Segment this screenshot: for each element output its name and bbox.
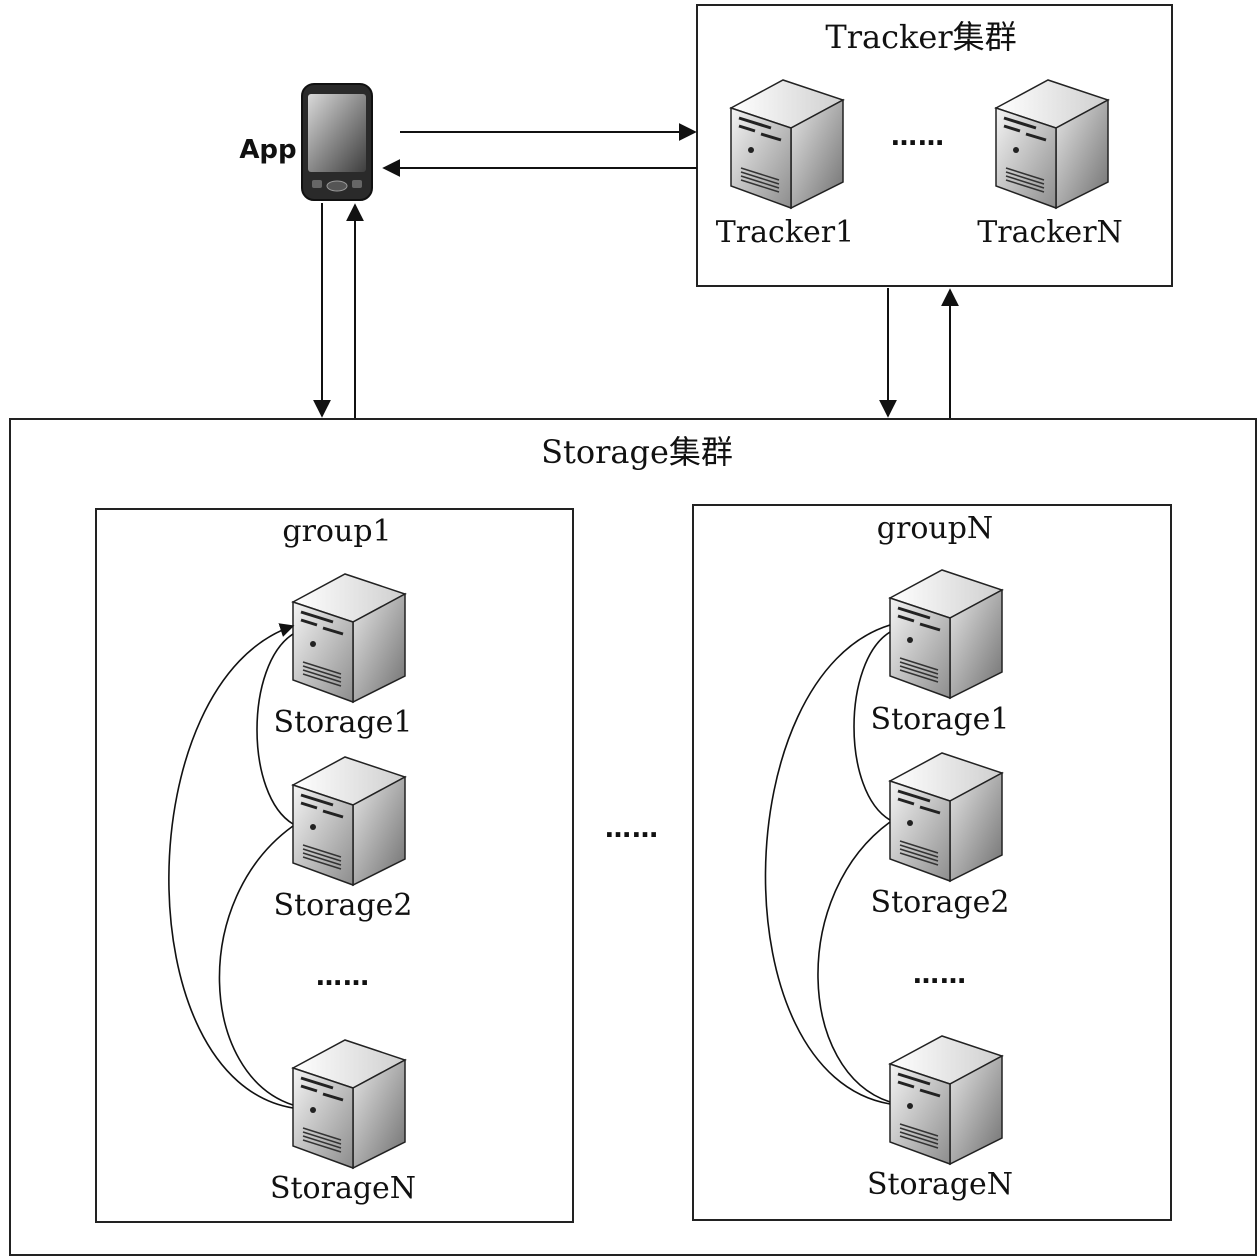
tracker-cluster-box [696,4,1173,287]
groupN-storageN-server-icon [888,1034,1004,1166]
groupN-title: groupN [877,511,993,546]
tracker1-server-icon [729,78,845,210]
phone-icon [301,83,373,201]
groupN-box [692,504,1172,1221]
group1-title: group1 [282,514,391,549]
groupN-ellipsis: …… [913,960,967,990]
storage-cluster-title: Storage集群 [541,433,733,471]
group1-sync-curve-1-2 [256,633,294,825]
group1-box [95,508,574,1223]
app-label: App [239,135,296,165]
group1-storageN-server-icon [291,1038,407,1170]
groupN-storageN-label: StorageN [867,1167,1013,1202]
group1-storage1-label: Storage1 [274,705,413,740]
group1-storage2-server-icon [291,755,407,887]
tracker-cluster-title: Tracker集群 [825,18,1016,56]
groupN-sync-curve-N-1 [764,624,891,1105]
group1-sync-curve-2-N [218,825,294,1106]
group1-sync-curve-N-1 [168,623,295,1109]
tracker-ellipsis: …… [891,122,945,152]
groupN-sync-curve-1-2 [853,631,891,821]
group1-ellipsis: …… [316,962,370,992]
groups-ellipsis: …… [605,814,659,844]
group1-storageN-label: StorageN [270,1171,416,1206]
storage-cluster-box [9,418,1257,1256]
groupN-storage1-server-icon [888,568,1004,700]
trackerN-label: TrackerN [977,215,1123,250]
tracker1-label: Tracker1 [716,215,854,250]
groupN-storage2-label: Storage2 [871,885,1010,920]
groupN-storage2-server-icon [888,751,1004,883]
group1-storage2-label: Storage2 [274,888,413,923]
trackerN-server-icon [994,78,1110,210]
groupN-storage1-label: Storage1 [871,702,1010,737]
group1-storage1-server-icon [291,572,407,704]
groupN-sync-curve-2-N [817,821,891,1103]
